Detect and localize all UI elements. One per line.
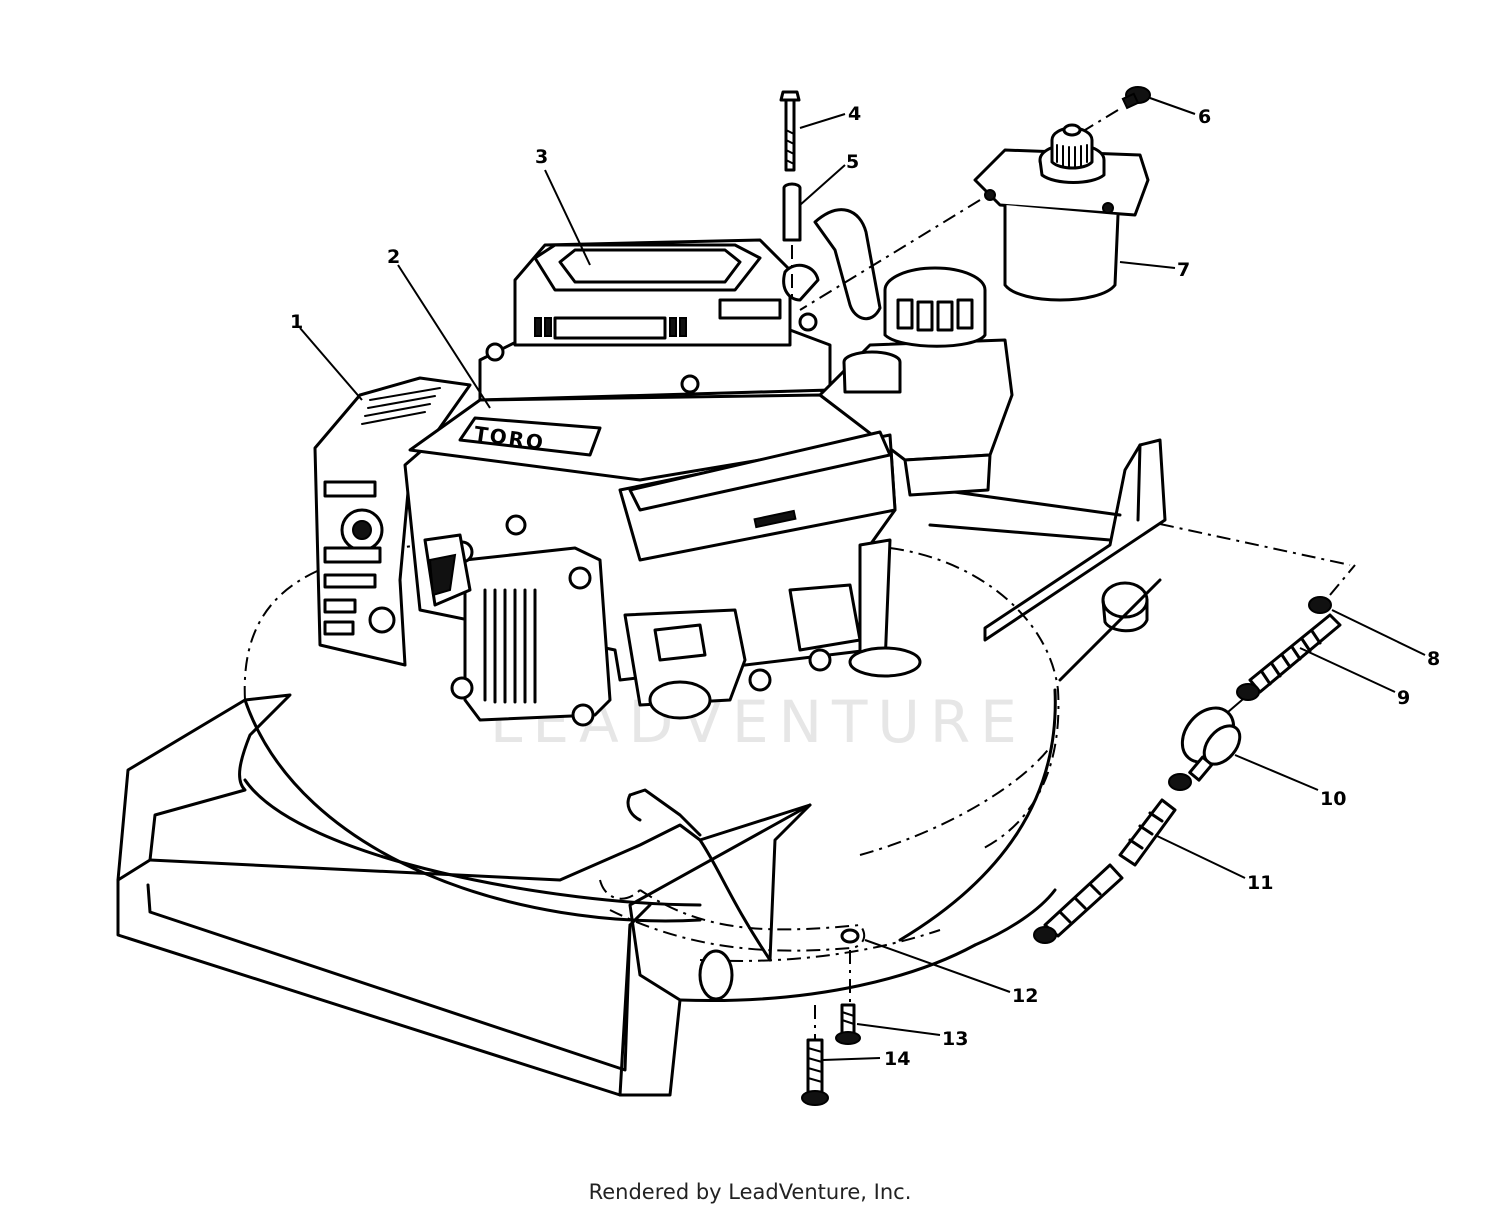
callout-12: 12	[1012, 985, 1038, 1007]
callout-6: 6	[1198, 106, 1211, 128]
rear-baffle	[116, 693, 812, 1097]
leader-lines	[299, 97, 1426, 1061]
engine: TORO	[313, 208, 1014, 727]
callout-9: 9	[1397, 687, 1410, 709]
callout-1: 1	[290, 311, 303, 333]
bolt-14	[801, 1038, 829, 1106]
callout-7: 7	[1177, 259, 1190, 281]
handle-bracket	[928, 438, 1167, 682]
fuel-line-assembly	[1033, 523, 1356, 944]
footer-credit: Rendered by LeadVenture, Inc.	[588, 1180, 912, 1204]
callout-8: 8	[1427, 648, 1440, 670]
screw-6	[1121, 86, 1151, 110]
callout-5: 5	[846, 151, 859, 173]
deck-bracket-12	[599, 879, 866, 952]
callout-3: 3	[535, 146, 548, 168]
starter-motor-7	[973, 123, 1150, 302]
bolt-13	[835, 1003, 861, 1045]
callout-10: 10	[1320, 788, 1346, 810]
callout-2: 2	[387, 246, 400, 268]
callout-13: 13	[942, 1028, 968, 1050]
callout-11: 11	[1247, 872, 1273, 894]
callout-14: 14	[884, 1048, 910, 1070]
spacer-5	[782, 182, 802, 242]
callout-4: 4	[848, 103, 861, 125]
callout-labels: 1 2 3 4 5 6 7 8 9 10 11 12 13 14	[290, 103, 1440, 1070]
bolt-4	[779, 90, 801, 172]
